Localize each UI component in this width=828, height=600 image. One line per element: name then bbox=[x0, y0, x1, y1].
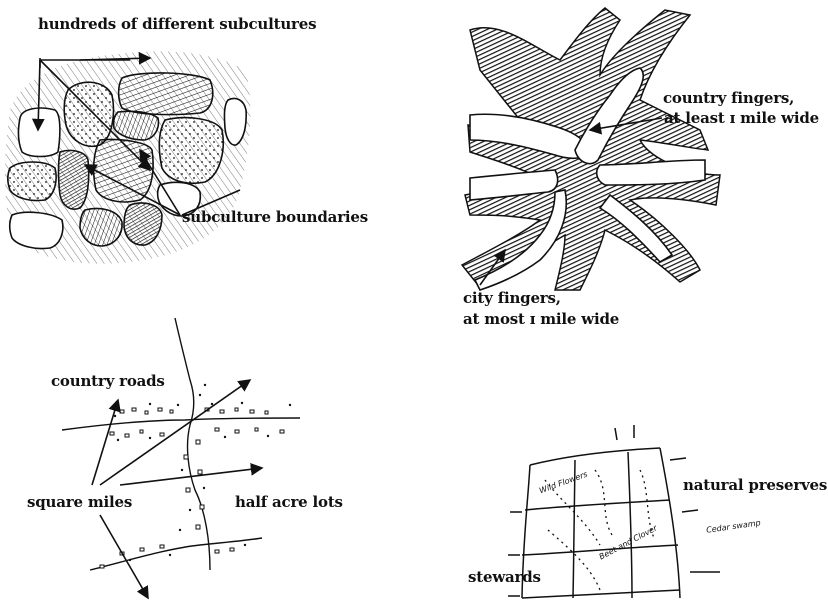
subculture-cells bbox=[6, 72, 247, 250]
fingers-arrows bbox=[479, 117, 663, 286]
roadside-dots bbox=[113, 383, 292, 562]
preserve-dotted-paths bbox=[544, 469, 656, 591]
roads-arrows bbox=[91, 379, 264, 600]
label-stewards: stewards bbox=[468, 568, 541, 586]
label-square-miles: square miles bbox=[27, 493, 133, 511]
country-fingers bbox=[469, 67, 706, 291]
label-city-fingers-width: at most ɪ mile wide bbox=[463, 310, 620, 328]
label-subculture-boundaries: subculture boundaries bbox=[182, 208, 368, 226]
label-country-fingers-width: at least ɪ mile wide bbox=[664, 109, 820, 127]
label-country-roads: country roads bbox=[51, 372, 165, 390]
label-natural-preserves: natural preserves bbox=[683, 476, 828, 494]
label-country-fingers: country fingers, bbox=[663, 89, 795, 107]
label-half-acre-lots: half acre lots bbox=[235, 493, 343, 511]
roads bbox=[61, 317, 301, 571]
preserve-outer-dashes bbox=[508, 425, 720, 597]
label-city-fingers: city fingers, bbox=[463, 289, 561, 307]
subculture-arrows bbox=[31, 51, 241, 216]
label-hundreds-of-subcultures: hundreds of different subcultures bbox=[38, 15, 317, 33]
preserve-grid bbox=[521, 447, 681, 599]
